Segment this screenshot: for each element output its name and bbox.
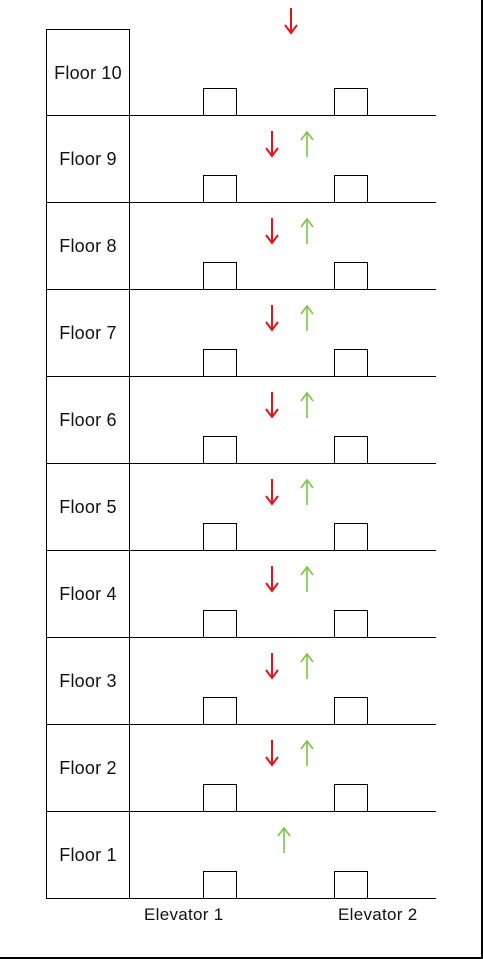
elevator-1-door[interactable] — [203, 784, 237, 812]
elevator-1-door[interactable] — [203, 88, 237, 116]
floor-row: Floor 2 — [46, 725, 436, 812]
floor-row: Floor 4 — [46, 551, 436, 638]
arrow-up-icon[interactable] — [276, 826, 292, 854]
elevator-2-door[interactable] — [334, 697, 368, 725]
arrow-down-icon[interactable] — [264, 391, 280, 419]
arrow-down-icon[interactable] — [264, 565, 280, 593]
floor-label: Floor 6 — [46, 377, 130, 463]
floor-label: Floor 7 — [46, 290, 130, 376]
arrow-up-icon[interactable] — [299, 739, 315, 767]
floor-row: Floor 5 — [46, 464, 436, 551]
arrow-down-icon[interactable] — [264, 304, 280, 332]
arrow-up-icon[interactable] — [299, 652, 315, 680]
floor-label: Floor 10 — [46, 29, 130, 116]
arrow-up-icon[interactable] — [299, 478, 315, 506]
arrow-up-icon[interactable] — [299, 217, 315, 245]
arrow-down-icon[interactable] — [264, 739, 280, 767]
floor-row: Floor 6 — [46, 377, 436, 464]
floor-line — [46, 811, 436, 812]
floor-label: Floor 4 — [46, 551, 130, 637]
floor-row: Floor 9 — [46, 116, 436, 203]
elevator-2-door[interactable] — [334, 871, 368, 899]
arrow-up-icon[interactable] — [299, 304, 315, 332]
floor-line — [46, 115, 436, 116]
floor-line — [46, 637, 436, 638]
elevator-2-door[interactable] — [334, 88, 368, 116]
elevator-2-door[interactable] — [334, 610, 368, 638]
arrow-down-icon[interactable] — [264, 217, 280, 245]
floor-line — [46, 550, 436, 551]
elevator-1-door[interactable] — [203, 871, 237, 899]
floor-row: Floor 1 — [46, 812, 436, 899]
elevator-1-label: Elevator 1 — [144, 905, 224, 924]
elevator-2-door[interactable] — [334, 262, 368, 290]
arrow-up-icon[interactable] — [299, 565, 315, 593]
floor-label: Floor 8 — [46, 203, 130, 289]
floor-row: Floor 3 — [46, 638, 436, 725]
floor-row: Floor 7 — [46, 290, 436, 377]
elevator-1-door[interactable] — [203, 436, 237, 464]
floor-label: Floor 5 — [46, 464, 130, 550]
arrow-up-icon[interactable] — [299, 391, 315, 419]
arrow-up-icon[interactable] — [299, 130, 315, 158]
floor-label: Floor 3 — [46, 638, 130, 724]
elevator-2-label: Elevator 2 — [338, 905, 418, 924]
elevator-2-door[interactable] — [334, 349, 368, 377]
elevator-1-door[interactable] — [203, 349, 237, 377]
elevator-2-door[interactable] — [334, 175, 368, 203]
floor-line — [46, 376, 436, 377]
elevator-1-door[interactable] — [203, 610, 237, 638]
elevator-2-door[interactable] — [334, 436, 368, 464]
floor-line — [46, 289, 436, 290]
elevator-2-door[interactable] — [334, 784, 368, 812]
floor-label: Floor 1 — [46, 812, 130, 898]
floor-row: Floor 8 — [46, 203, 436, 290]
elevator-1-door[interactable] — [203, 523, 237, 551]
floor-line — [46, 724, 436, 725]
elevator-1-door[interactable] — [203, 262, 237, 290]
floor-line — [46, 898, 436, 899]
arrow-down-icon[interactable] — [264, 130, 280, 158]
arrow-down-icon[interactable] — [283, 7, 299, 35]
arrow-down-icon[interactable] — [264, 478, 280, 506]
floor-line — [46, 463, 436, 464]
floor-label: Floor 2 — [46, 725, 130, 811]
floor-label: Floor 9 — [46, 116, 130, 202]
floor-row: Floor 10 — [46, 8, 436, 116]
arrow-down-icon[interactable] — [264, 652, 280, 680]
elevator-2-door[interactable] — [334, 523, 368, 551]
elevator-1-door[interactable] — [203, 175, 237, 203]
elevator-1-door[interactable] — [203, 697, 237, 725]
floor-line — [46, 202, 436, 203]
